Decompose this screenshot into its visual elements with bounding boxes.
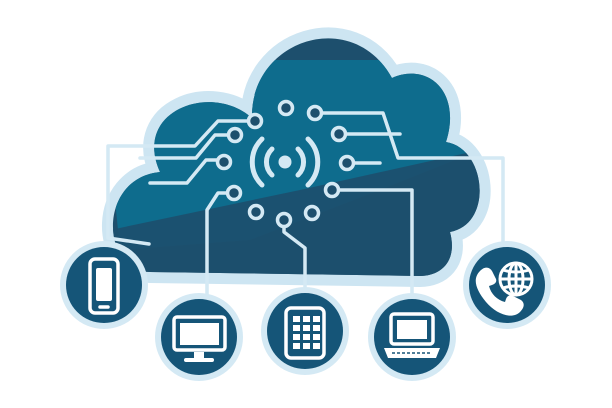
laptop-icon bbox=[384, 312, 440, 358]
smartphone-icon bbox=[88, 257, 120, 315]
laptop-device bbox=[368, 293, 456, 381]
circuit-node bbox=[277, 99, 295, 117]
circuit-node bbox=[215, 153, 233, 171]
circuit-node-ring bbox=[215, 99, 356, 229]
cloud bbox=[101, 27, 491, 287]
phone-handset-icon bbox=[475, 267, 524, 316]
circuit-node bbox=[246, 112, 264, 130]
phone-globe-icon bbox=[475, 261, 534, 316]
smartphone-device bbox=[60, 241, 148, 329]
wireless-signal-icon bbox=[249, 136, 321, 188]
tablet-device bbox=[261, 287, 349, 375]
circuit-node bbox=[338, 154, 356, 172]
monitor-icon bbox=[172, 315, 227, 362]
circuit-node bbox=[303, 204, 321, 222]
circuit-node bbox=[225, 184, 243, 202]
cloud-highlight bbox=[112, 60, 480, 250]
cloud-shadow bbox=[112, 150, 480, 276]
circuit-lines bbox=[106, 111, 505, 306]
phone-globe-device bbox=[463, 241, 551, 329]
circuit-node bbox=[323, 181, 341, 199]
globe-icon bbox=[498, 261, 534, 297]
monitor-device bbox=[155, 293, 243, 381]
circuit-node bbox=[306, 104, 324, 122]
tablet-icon bbox=[284, 306, 326, 360]
circuit-node bbox=[330, 125, 348, 143]
circuit-node bbox=[226, 126, 244, 144]
circuit-node bbox=[275, 211, 293, 229]
circuit-node bbox=[247, 203, 265, 221]
